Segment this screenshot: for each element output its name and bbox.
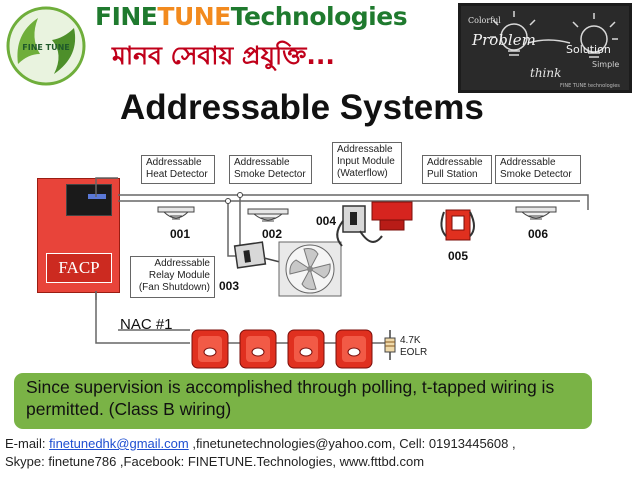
t-tap-junction (237, 192, 243, 198)
tagline: মানব সেবায় প্রযুক্তি... (112, 41, 335, 70)
label-smoke-detector-006: Addressable Smoke Detector (495, 155, 581, 184)
fan-icon (278, 241, 342, 297)
address-003: 003 (219, 279, 240, 293)
word-problem: Problem (471, 31, 536, 49)
slide-title: Addressable Systems (120, 88, 484, 127)
t-tap-junction (225, 198, 231, 204)
banner-text: Since supervision is accomplished throug… (26, 377, 555, 419)
address-004: 004 (316, 214, 337, 228)
address-005: 005 (448, 249, 469, 263)
bulb-icon (490, 11, 536, 56)
label-heat-detector: Addressable Heat Detector (141, 155, 215, 184)
address-006: 006 (528, 227, 549, 241)
info-banner (14, 373, 592, 429)
input-module (336, 205, 383, 247)
word-think: think (530, 66, 561, 80)
arrow-icon (527, 39, 571, 44)
label-relay-module: Addressable Relay Module (Fan Shutdown) (130, 256, 215, 298)
relay-module (233, 241, 281, 269)
bulb-icon (572, 13, 618, 58)
horn-strobe (335, 329, 373, 369)
problem-solution-image: Colorful Problem think Solution Simple F… (458, 3, 632, 93)
label-pull-station: Addressable Pull Station (422, 155, 492, 184)
leaf-icon (52, 28, 76, 74)
word-colorful: Colorful (468, 16, 501, 25)
horn-strobe (239, 329, 277, 369)
leaf-icon (17, 18, 40, 64)
brand-part-fine: FINE (95, 2, 158, 31)
label-input-module: Addressable Input Module (Waterflow) (332, 142, 402, 184)
brand-part-tune: TUNE (157, 2, 231, 31)
word-simple: Simple (592, 60, 619, 69)
pull-station (440, 209, 475, 241)
contact-line-1: E-mail: finetunedhk@gmail.com ,finetunet… (5, 436, 516, 451)
contact-line-2: Skype: finetune786 ,Facebook: FINETUNE.T… (5, 454, 425, 469)
smoke-detector (247, 208, 289, 222)
eolr-resistor (384, 330, 396, 360)
word-solution: Solution (566, 43, 611, 56)
logo-text: FINE TUNE (22, 43, 70, 52)
smoke-detector (515, 206, 557, 220)
facp-display-window (88, 194, 106, 199)
horn-strobe (287, 329, 325, 369)
address-001: 001 (170, 227, 191, 241)
horn-strobe (191, 329, 229, 369)
nac-label: NAC #1 (120, 316, 173, 333)
waterflow-switch (371, 201, 413, 231)
brand-name: FINETUNETechnologies (95, 2, 408, 31)
facp-display (66, 184, 112, 216)
company-logo: FINE TUNE (6, 6, 86, 86)
brand-part-technologies: Technologies (230, 2, 408, 31)
eolr-label: 4.7K EOLR (400, 335, 428, 358)
contact-footer: E-mail: finetunedhk@gmail.com ,finetunet… (5, 435, 635, 471)
facp-label: FACP (46, 253, 112, 283)
label-smoke-detector-002: Addressable Smoke Detector (229, 155, 312, 184)
address-002: 002 (262, 227, 283, 241)
email-link[interactable]: finetunedhk@gmail.com (49, 436, 189, 451)
word-fine-tune-credit: FINE TUNE technologies (560, 83, 620, 89)
heat-detector (157, 206, 195, 220)
